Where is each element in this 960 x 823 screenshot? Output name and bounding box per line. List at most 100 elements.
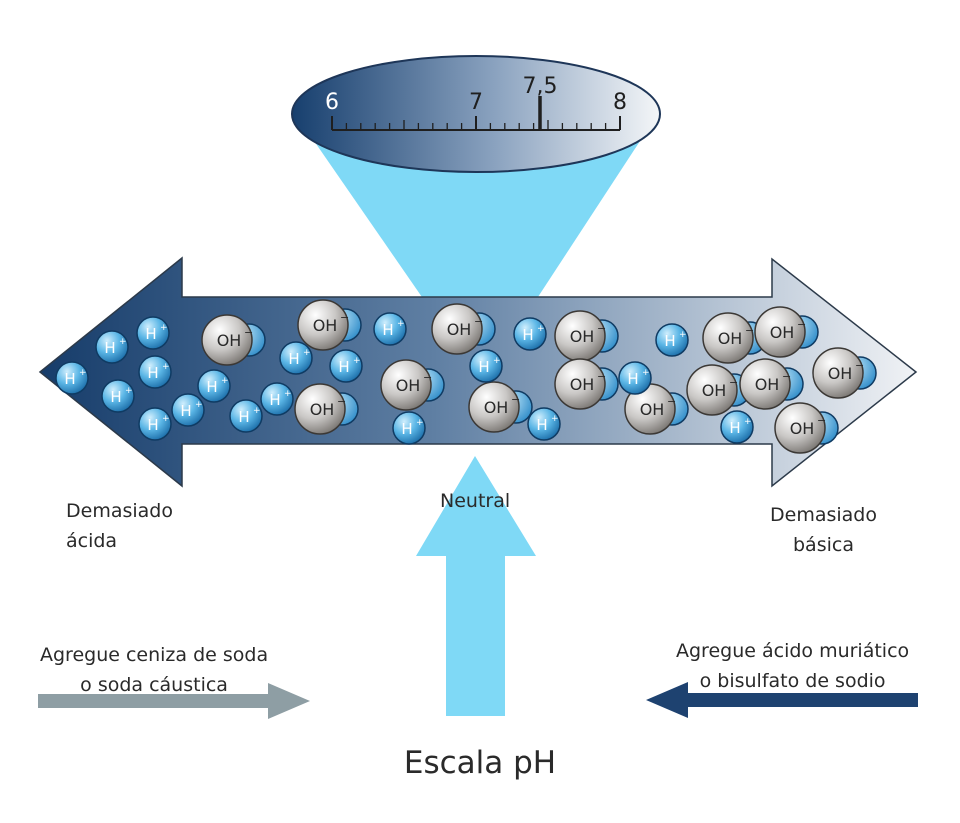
hydrogen-ion: H+ (171, 393, 205, 427)
hydroxide-ion: OH− (554, 358, 619, 410)
ph-gauge: 6 7 7,5 8 (291, 55, 661, 173)
svg-text:+: + (537, 324, 545, 334)
hydroxide-ion: OH− (702, 312, 767, 364)
svg-text:+: + (744, 417, 752, 427)
svg-text:−: − (474, 315, 483, 328)
svg-text:OH: OH (790, 419, 815, 438)
svg-text:+: + (284, 389, 292, 399)
gauge-beam (312, 138, 642, 300)
svg-text:OH: OH (570, 327, 595, 346)
hydrogen-ion: H+ (513, 317, 547, 351)
hydroxide-ion: OH− (431, 303, 496, 355)
gauge-label-7: 7 (469, 90, 483, 115)
gauge-label-6: 6 (325, 90, 339, 115)
svg-text:OH: OH (217, 331, 242, 350)
label-neutral: Neutral (440, 490, 511, 512)
hydrogen-ion: H+ (229, 399, 263, 433)
svg-text:OH: OH (770, 323, 795, 342)
svg-text:−: − (511, 393, 520, 406)
hydroxide-ion: OH− (201, 314, 266, 366)
svg-text:H: H (536, 416, 547, 434)
gauge-tick-marks (331, 96, 621, 130)
hydrogen-ion: H+ (138, 407, 172, 441)
svg-text:+: + (195, 400, 203, 410)
svg-text:OH: OH (702, 381, 727, 400)
svg-text:H: H (238, 408, 249, 426)
hydrogen-ion: H+ (260, 382, 294, 416)
svg-text:OH: OH (447, 320, 472, 339)
svg-text:H: H (522, 326, 533, 344)
svg-text:H: H (288, 350, 299, 368)
hydrogen-ion: H+ (618, 361, 652, 395)
label-too-basic: Demasiado básica (770, 504, 877, 556)
hydrogen-ion: H+ (329, 349, 363, 383)
svg-text:OH: OH (396, 376, 421, 395)
svg-text:+: + (162, 414, 170, 424)
lower-ph-arrow (646, 682, 918, 718)
svg-text:H: H (64, 370, 75, 388)
hydrogen-ion: H+ (136, 316, 170, 350)
hydrogen-ion: H+ (392, 411, 426, 445)
svg-text:+: + (397, 319, 405, 329)
gauge-label-8: 8 (613, 90, 627, 115)
hydroxide-ion: OH− (468, 381, 533, 433)
hydrogen-ion: H+ (373, 312, 407, 346)
svg-text:OH: OH (755, 375, 780, 394)
svg-text:+: + (679, 330, 687, 340)
svg-text:H: H (104, 339, 115, 357)
hydroxide-ion: OH− (294, 383, 359, 435)
svg-text:−: − (597, 322, 606, 335)
svg-text:OH: OH (484, 398, 509, 417)
svg-text:H: H (147, 364, 158, 382)
svg-text:H: H (206, 378, 217, 396)
hydrogen-ion: H+ (279, 341, 313, 375)
svg-text:+: + (162, 362, 170, 372)
svg-text:H: H (110, 388, 121, 406)
svg-text:OH: OH (313, 316, 338, 335)
hydroxide-ion: OH− (380, 359, 445, 411)
svg-text:−: − (729, 376, 738, 389)
hydrogen-ion: H+ (720, 410, 754, 444)
neutral-up-arrow (416, 456, 536, 716)
hydroxide-ion: OH− (554, 310, 619, 362)
hydrogen-ion: H+ (469, 349, 503, 383)
hydroxide-ion: OH− (624, 383, 689, 435)
svg-text:H: H (729, 419, 740, 437)
hydroxide-ion: OH− (754, 306, 819, 358)
svg-text:OH: OH (570, 375, 595, 394)
svg-text:−: − (597, 370, 606, 383)
hydroxide-ion: OH− (739, 358, 804, 410)
svg-text:−: − (782, 370, 791, 383)
hydroxide-ion: OH− (812, 347, 877, 399)
raise-ph-arrow (38, 683, 310, 719)
label-too-acidic: Demasiado ácida (66, 500, 173, 552)
svg-text:+: + (160, 323, 168, 333)
svg-text:+: + (416, 418, 424, 428)
svg-text:H: H (180, 402, 191, 420)
svg-text:H: H (401, 420, 412, 438)
lower-ph-instructions: Agregue ácido muriático o bisulfato de s… (676, 640, 910, 692)
gauge-label-7-5: 7,5 (523, 74, 558, 99)
svg-text:+: + (221, 376, 229, 386)
svg-text:OH: OH (310, 400, 335, 419)
svg-text:−: − (340, 311, 349, 324)
raise-ph-instructions: Agregue ceniza de soda o soda cáustica (40, 644, 269, 696)
hydroxide-ion: OH− (686, 364, 751, 416)
svg-text:−: − (797, 318, 806, 331)
svg-text:+: + (125, 386, 133, 396)
svg-text:+: + (551, 414, 559, 424)
svg-text:+: + (119, 337, 127, 347)
svg-text:H: H (145, 325, 156, 343)
svg-text:−: − (817, 414, 826, 427)
svg-text:+: + (642, 368, 650, 378)
svg-text:H: H (664, 332, 675, 350)
svg-text:−: − (244, 326, 253, 339)
svg-text:H: H (269, 391, 280, 409)
hydrogen-ion: H+ (655, 323, 689, 357)
svg-text:H: H (478, 358, 489, 376)
svg-text:+: + (493, 356, 501, 366)
svg-text:H: H (147, 416, 158, 434)
svg-text:−: − (745, 324, 754, 337)
svg-text:OH: OH (718, 329, 743, 348)
